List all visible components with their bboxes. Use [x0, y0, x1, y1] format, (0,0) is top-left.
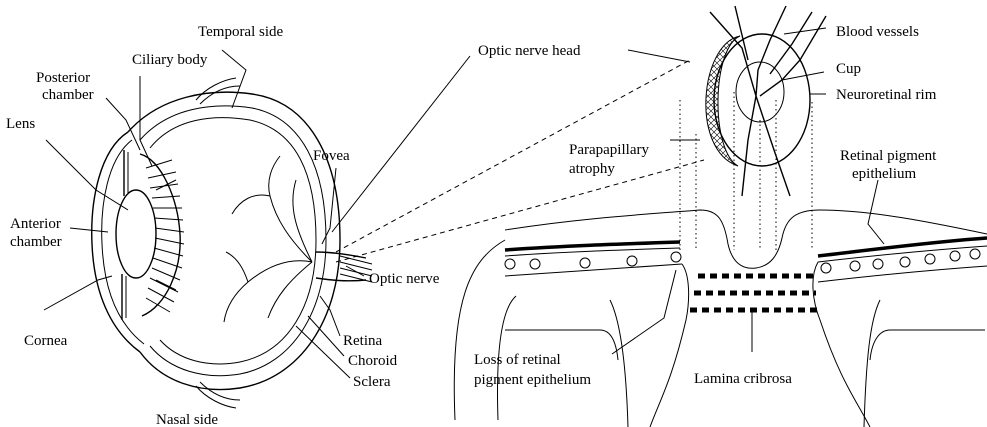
retina-outline — [150, 118, 316, 364]
label-optic-nerve-head: Optic nerve head — [478, 43, 581, 59]
label-lamina-cribrosa: Lamina cribrosa — [694, 371, 792, 387]
parapapillary-atrophy-crescent — [706, 36, 740, 166]
label-rpe-line1: Retinal pigment — [840, 148, 937, 164]
label-nasal-side: Nasal side — [156, 412, 218, 427]
optic-nerve-cross-section — [454, 210, 987, 427]
label-retina: Retina — [343, 333, 382, 349]
label-cup: Cup — [836, 61, 861, 77]
lamina-cribrosa-rows — [690, 276, 818, 310]
label-posterior-chamber-line2: chamber — [42, 87, 94, 103]
label-posterior-chamber-line1: Posterior — [36, 70, 90, 86]
lens-shape — [116, 190, 156, 278]
label-neuroretinal-rim: Neuroretinal rim — [836, 87, 937, 103]
optic-disc-view — [680, 6, 826, 250]
projection-line-bottom — [336, 160, 704, 262]
label-parapapillary-atrophy-line1: Parapapillary — [569, 142, 649, 158]
sclera-outline — [128, 92, 340, 389]
label-lens: Lens — [6, 116, 35, 132]
label-sclera: Sclera — [353, 374, 391, 390]
optic-disc-outline — [714, 34, 810, 166]
iris-shape — [122, 150, 124, 320]
leader-lines — [44, 28, 884, 378]
label-fovea: Fovea — [313, 148, 350, 164]
label-temporal-side: Temporal side — [198, 24, 284, 40]
label-ciliary-body: Ciliary body — [132, 52, 208, 68]
label-cornea: Cornea — [24, 333, 68, 349]
cup-outline — [736, 62, 784, 122]
label-blood-vessels: Blood vessels — [836, 24, 919, 40]
label-loss-rpe-line2: pigment epithelium — [474, 372, 591, 388]
label-anterior-chamber-line2: chamber — [10, 234, 62, 250]
label-optic-nerve: Optic nerve — [369, 271, 440, 287]
label-anterior-chamber-line1: Anterior — [10, 216, 61, 232]
nerve-fiber-surface — [505, 210, 987, 268]
label-rpe-line2: epithelium — [852, 166, 916, 182]
label-loss-rpe-line1: Loss of retinal — [474, 352, 561, 368]
label-choroid: Choroid — [348, 353, 398, 369]
retinal-vessels — [224, 156, 312, 322]
ciliary-body-fringe — [146, 160, 184, 312]
label-parapapillary-atrophy-line2: atrophy — [569, 161, 615, 177]
